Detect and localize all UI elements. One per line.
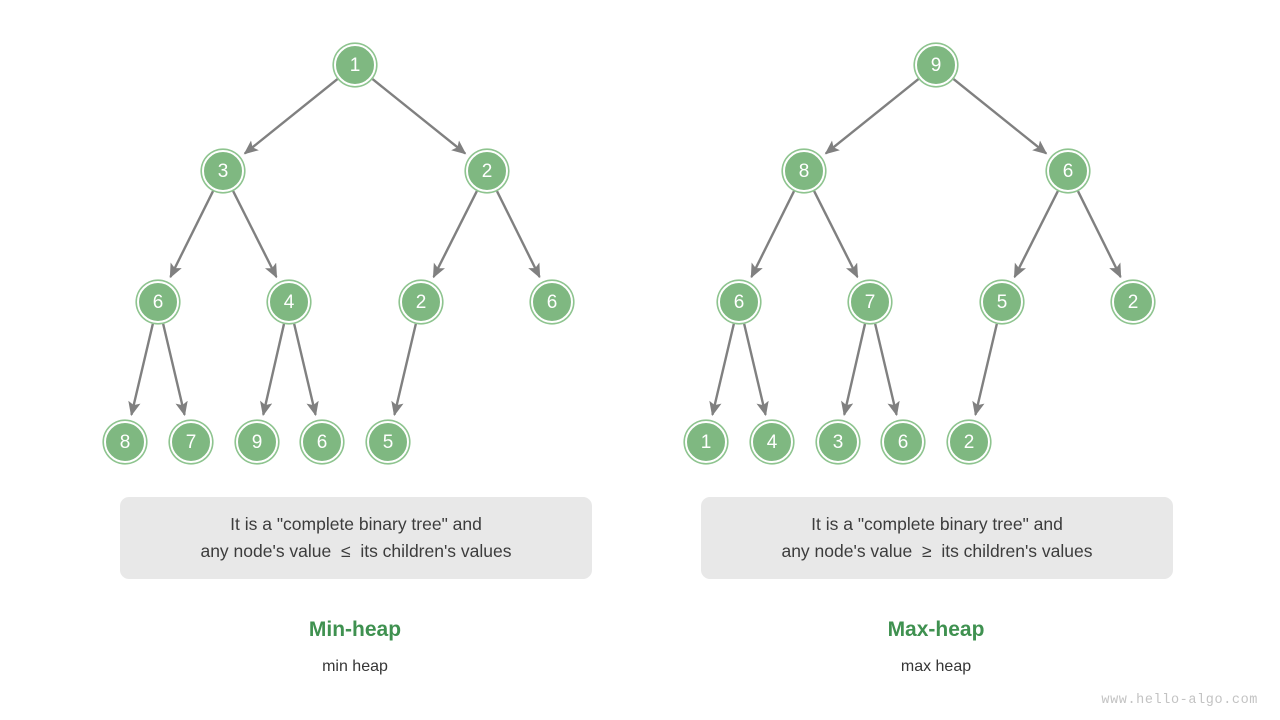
tree-node: 2 (948, 421, 990, 463)
caption-line-2: any node's value ≥ its children's values (781, 541, 1093, 561)
tree-edge (841, 323, 867, 417)
tree-edge (243, 78, 339, 155)
tree-node: 8 (104, 421, 146, 463)
tree-node: 7 (849, 281, 891, 323)
tree-node: 4 (268, 281, 310, 323)
tree-edge (824, 78, 920, 155)
tree-node: 6 (301, 421, 343, 463)
tree-node: 2 (466, 150, 508, 192)
tree-edge (952, 78, 1048, 155)
caption-line-1: It is a "complete binary tree" and (811, 513, 1063, 534)
tree-node: 2 (400, 281, 442, 323)
caption-line-1: It is a "complete binary tree" and (230, 513, 482, 534)
panel-subtitle: max heap (900, 658, 972, 675)
tree-edge (391, 323, 418, 417)
tree-node: 9 (236, 421, 278, 463)
tree-node: 3 (202, 150, 244, 192)
tree-node: 1 (334, 44, 376, 86)
tree-node: 6 (1047, 150, 1089, 192)
tree-node: 6 (531, 281, 573, 323)
tree-edge (232, 190, 278, 279)
tree-edge (873, 323, 900, 417)
panel-subtitle: min heap (322, 658, 388, 675)
tree-edge (1013, 190, 1059, 279)
tree-edge (128, 323, 155, 417)
tree-node: 9 (915, 44, 957, 86)
tree-edge (169, 190, 215, 279)
tree-node: 4 (751, 421, 793, 463)
panel-title: Min-heap (308, 618, 402, 641)
tree-node: 1 (685, 421, 727, 463)
tree-edge (292, 323, 319, 417)
tree-edge (813, 190, 859, 279)
caption-line-2: any node's value ≤ its children's values (200, 541, 512, 561)
tree-node: 2 (1112, 281, 1154, 323)
tree-edge (709, 323, 736, 417)
tree-edge (371, 78, 467, 155)
tree-edge (260, 323, 286, 417)
caption-box: It is a "complete binary tree" and any no… (701, 497, 1173, 579)
tree-node: 6 (718, 281, 760, 323)
watermark: www.hello-algo.com (1101, 693, 1258, 708)
tree-node: 5 (367, 421, 409, 463)
tree-node: 6 (882, 421, 924, 463)
tree-edge (495, 190, 541, 279)
tree-edge (1076, 190, 1122, 279)
tree-edge (161, 323, 188, 417)
tree-node: 6 (137, 281, 179, 323)
caption-box: It is a "complete binary tree" and any no… (120, 497, 592, 579)
tree-edge (750, 190, 796, 279)
tree-node: 3 (817, 421, 859, 463)
panel-title: Max-heap (887, 618, 985, 641)
tree-edge (972, 323, 999, 417)
tree-node: 7 (170, 421, 212, 463)
tree-node: 5 (981, 281, 1023, 323)
tree-node: 8 (783, 150, 825, 192)
tree-edge (742, 323, 769, 417)
tree-edge (432, 190, 478, 279)
